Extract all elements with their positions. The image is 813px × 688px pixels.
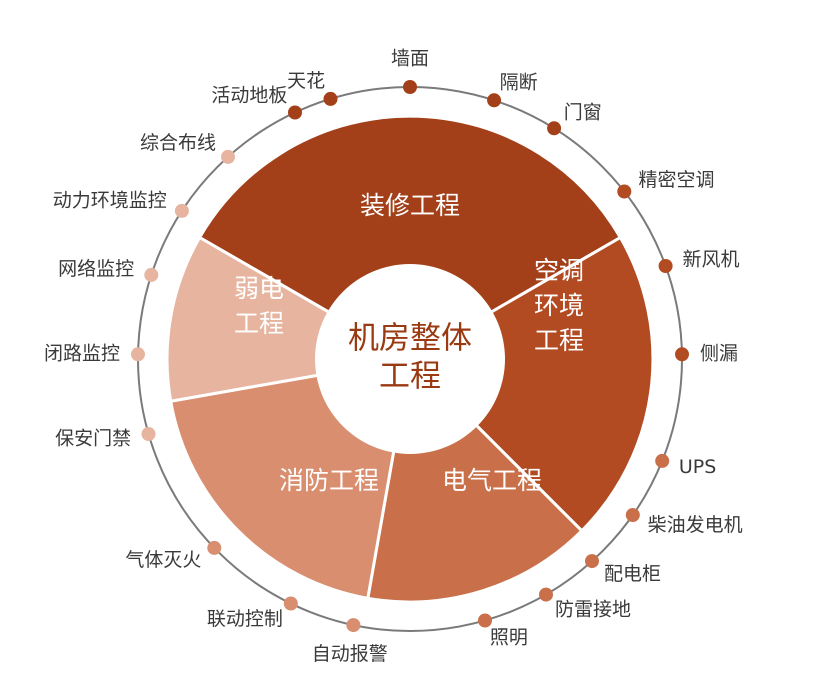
segment-label-decoration: 装修工程	[360, 191, 460, 220]
item-dot	[478, 613, 492, 628]
item-dot	[539, 587, 553, 602]
item-dot	[403, 80, 417, 94]
item-dot	[585, 554, 599, 569]
item-label: 天花	[287, 70, 325, 92]
center-title-line-2: 工程	[379, 359, 441, 395]
segment-label-hvac-3: 工程	[534, 326, 584, 355]
item-label: 照明	[490, 626, 528, 648]
item-label: 自动报警	[312, 643, 388, 665]
item-dot	[675, 347, 689, 362]
segment-label-weak-2: 工程	[234, 309, 284, 338]
item-dot	[283, 596, 298, 611]
item-label: 柴油发电机	[648, 514, 743, 536]
item-dot	[323, 91, 338, 106]
item-dot	[547, 121, 562, 136]
item-label: 气体灭火	[125, 549, 201, 571]
item-label: 新风机	[683, 248, 740, 270]
item-label: UPS	[679, 456, 716, 478]
segment-label-weak-1: 弱电	[234, 274, 284, 303]
segment-label-hvac-1: 空调	[534, 256, 584, 285]
segment-hvac[interactable]	[407, 235, 655, 533]
item-dot	[207, 540, 222, 555]
segment-label-fire: 消防工程	[279, 466, 379, 495]
item-dot	[288, 105, 302, 120]
item-dot	[131, 347, 145, 362]
item-label: 配电柜	[604, 563, 661, 585]
segment-label-electrical: 电气工程	[442, 466, 542, 495]
item-dot	[221, 149, 235, 164]
item-label: 防雷接地	[555, 599, 631, 621]
item-dot	[625, 508, 640, 522]
item-label: 活动地板	[211, 85, 287, 107]
item-dot	[346, 618, 361, 633]
item-label: 隔断	[500, 72, 538, 94]
item-label: 网络监控	[58, 258, 134, 280]
item-dot	[487, 93, 502, 108]
item-dot	[655, 453, 670, 468]
item-label: 精密空调	[639, 169, 715, 191]
item-dot	[617, 184, 632, 199]
item-label: 侧漏	[700, 342, 738, 364]
center-circle	[315, 264, 505, 454]
segment-labels: 装修工程 空调 环境 工程 电气工程 消防工程 弱电 工程	[234, 191, 584, 495]
item-label: 动力环境监控	[53, 190, 167, 212]
item-dot	[141, 427, 156, 441]
item-dot	[174, 203, 189, 218]
item-dot	[658, 259, 673, 273]
item-label: 墙面	[391, 48, 429, 70]
item-label: 门窗	[564, 102, 602, 124]
segment-label-hvac-2: 环境	[534, 291, 584, 320]
item-label: 联动控制	[207, 608, 283, 630]
item-label: 闭路监控	[44, 342, 120, 364]
item-label: 综合布线	[140, 132, 216, 154]
item-dot	[144, 267, 159, 282]
center-title-line-1: 机房整体	[348, 321, 472, 357]
segment-decoration[interactable]	[197, 114, 623, 361]
item-label: 保安门禁	[55, 427, 131, 449]
